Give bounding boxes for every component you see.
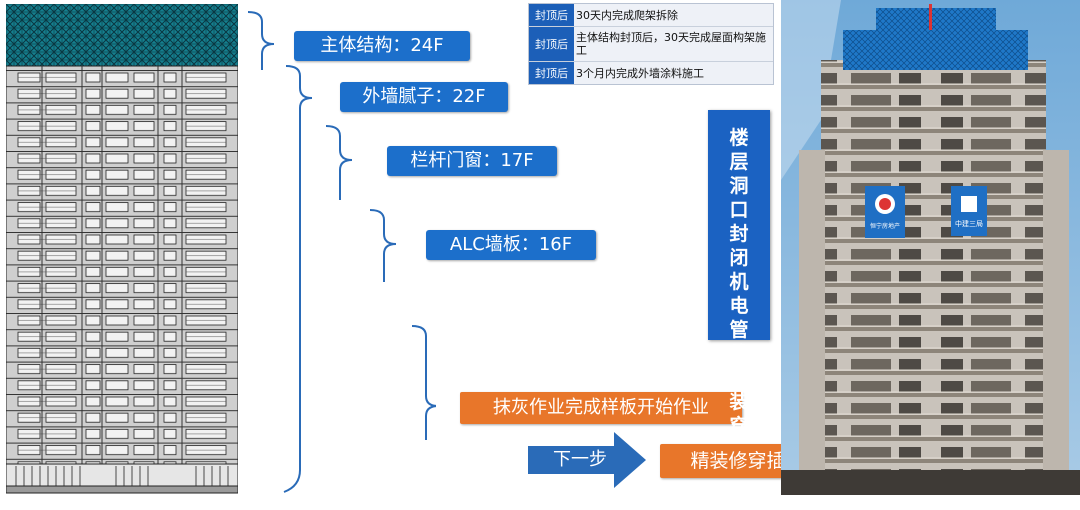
next-step-label: 下一步 <box>553 449 607 470</box>
label-railing-windows: 栏杆门窗：17F <box>387 146 557 176</box>
milestone-text: 3个月内完成外墙涂料施工 <box>576 66 704 80</box>
interleaved-work-box: 楼层洞口封闭机电管线安装穿插作业 <box>708 110 770 509</box>
construction-site-photo: 恒宁房地产 中建三局 <box>781 0 1080 495</box>
brace-putty <box>283 65 313 493</box>
photo-sign-right: 中建三局 <box>955 219 983 228</box>
label-alc-panels: ALC墙板：16F <box>426 230 596 260</box>
milestone-tag: 封顶后 <box>529 62 574 84</box>
brace-railing <box>325 125 353 200</box>
milestone-row: 封顶后 主体结构封顶后，30天完成屋面构架施工 <box>529 27 773 62</box>
label-exterior-putty: 外墙腻子：22F <box>340 82 508 112</box>
milestone-table: 封顶后 30天内完成爬架拆除 封顶后 主体结构封顶后，30天完成屋面构架施工 封… <box>528 3 774 85</box>
label-main-structure: 主体结构：24F <box>294 31 470 61</box>
brace-alc <box>369 209 397 282</box>
brace-structure <box>247 11 275 70</box>
milestone-row: 封顶后 30天内完成爬架拆除 <box>529 4 773 27</box>
photo-sign-left: 恒宁房地产 <box>870 222 900 230</box>
building-elevation-drawing <box>6 4 238 494</box>
brace-plaster <box>411 325 436 440</box>
milestone-tag: 封顶后 <box>529 4 574 26</box>
next-step-arrow-icon <box>528 432 646 488</box>
milestone-tag: 封顶后 <box>529 27 574 61</box>
label-plastering: 抹灰作业完成样板开始作业 <box>460 392 742 424</box>
milestone-text: 30天内完成爬架拆除 <box>576 8 678 22</box>
milestone-text: 主体结构封顶后，30天完成屋面构架施工 <box>576 31 766 57</box>
milestone-row: 封顶后 3个月内完成外墙涂料施工 <box>529 62 773 84</box>
scope-braces <box>247 11 436 493</box>
